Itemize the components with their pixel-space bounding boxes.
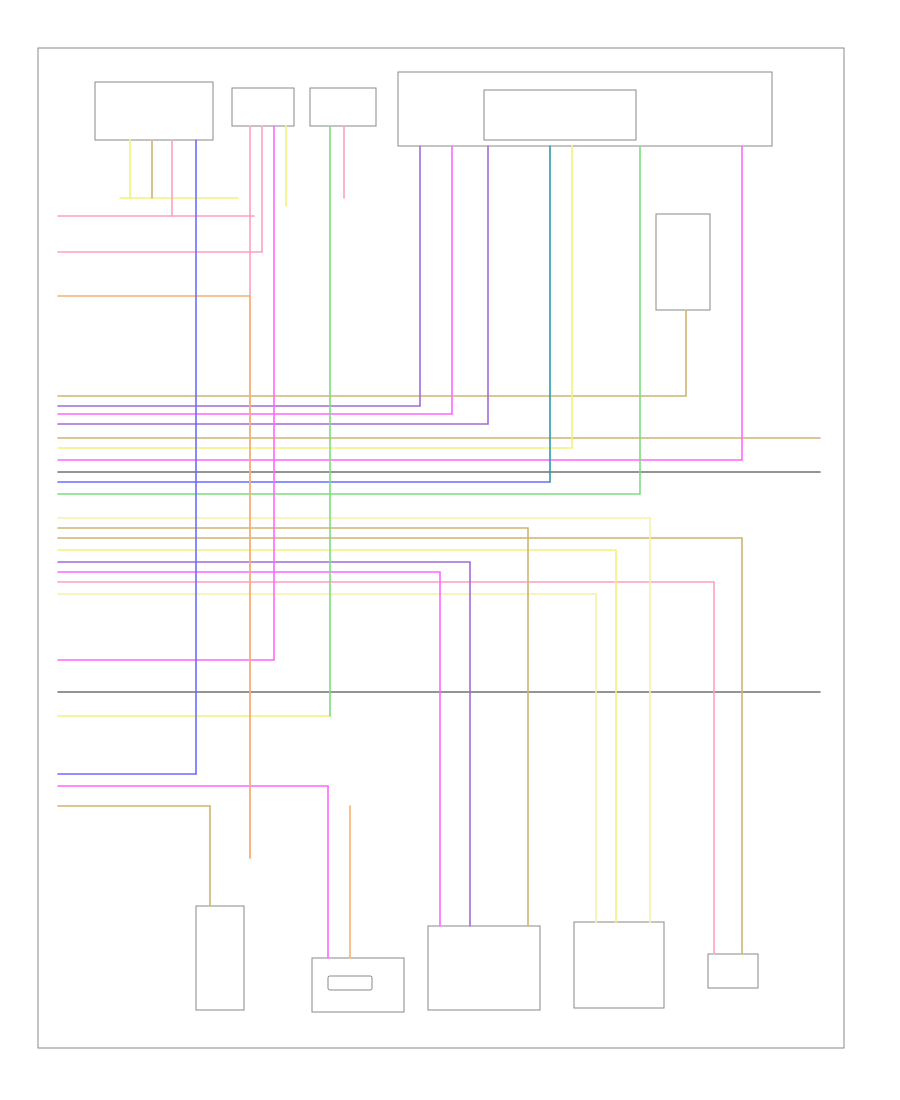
switch-stack-bottom-left <box>195 905 245 1011</box>
module-small-a <box>231 87 295 127</box>
switch-assembly-inner <box>483 89 637 141</box>
resistor-pack-right <box>655 213 711 311</box>
diagram-frame <box>37 47 845 1049</box>
switch-bottom-center <box>427 925 541 1011</box>
bus-wires <box>57 197 821 807</box>
relay-box-left <box>94 81 214 141</box>
riser-wires <box>129 125 743 959</box>
sensor-bottom-right <box>573 921 665 1009</box>
module-small-b <box>309 87 377 127</box>
motor-symbol <box>327 975 373 991</box>
actuator-bottom-right <box>707 953 759 989</box>
switch-assembly-top-right <box>397 71 773 147</box>
motor-bottom-center <box>311 957 405 1013</box>
